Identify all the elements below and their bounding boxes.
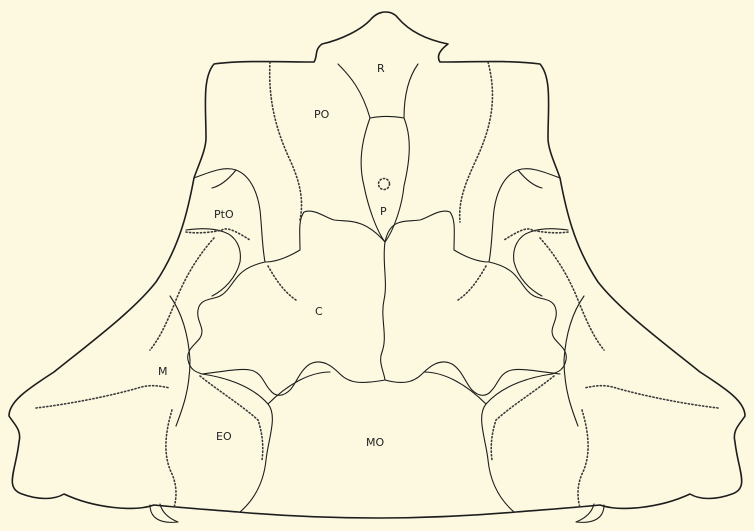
label-r: R (377, 62, 385, 75)
label-p: P (380, 205, 387, 218)
suture-mo-top (268, 372, 486, 404)
dotted-po-right (460, 62, 493, 222)
suture-eo-right (482, 374, 552, 512)
suture-r-left (338, 64, 370, 118)
suture-c-bottom-right (385, 362, 560, 395)
suture-c-right (489, 262, 566, 374)
dotted-eo-right (578, 410, 588, 508)
suture-m-left (170, 296, 190, 426)
dotted-eo-inner-right (491, 376, 554, 460)
dotted-pto-left (186, 229, 250, 240)
dotted-right-wing (584, 386, 718, 408)
dotted-right-lateral (540, 238, 604, 350)
label-mo: MO (366, 436, 384, 449)
suture-m-right (564, 296, 584, 426)
dotted-c-right (458, 266, 486, 300)
suture-midline (381, 242, 386, 380)
dotted-left-wing (36, 386, 170, 408)
dotted-eo-left (166, 410, 176, 508)
suture-p-outline (361, 118, 409, 242)
label-m: M (158, 365, 168, 378)
dotted-pto-right (504, 229, 568, 240)
dotted-c-left (268, 266, 296, 300)
suture-c-left (188, 262, 265, 374)
label-pto: PtO (214, 208, 234, 221)
dotted-po-left (270, 62, 302, 220)
suture-r-right (404, 64, 418, 118)
suture-po-right (385, 169, 560, 262)
suture-c-bottom-left (202, 362, 385, 395)
suture-eo-left (202, 374, 272, 512)
label-c: C (315, 305, 323, 318)
dotted-eo-inner-left (200, 376, 263, 460)
dotted-left-lateral (150, 238, 214, 350)
label-po: PO (314, 108, 330, 121)
pineal-foramen (379, 179, 390, 190)
label-eo: EO (216, 430, 232, 443)
suture-r-base (370, 117, 404, 119)
